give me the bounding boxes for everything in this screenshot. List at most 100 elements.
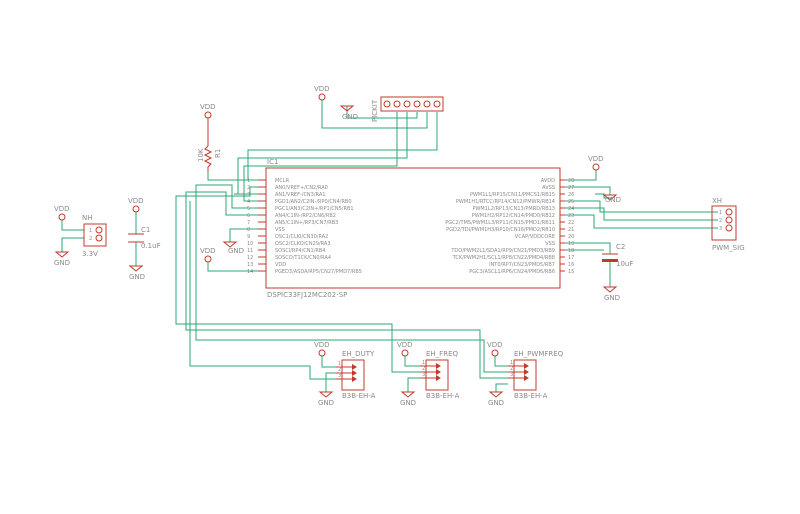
- nh-body: [83, 223, 107, 247]
- wire-pwm-2: [565, 207, 718, 221]
- svg-text:GND: GND: [488, 399, 504, 407]
- gnd-symbol: GND: [602, 286, 620, 302]
- svg-text:GND: GND: [342, 113, 358, 121]
- eh-pwmfreq-ref: EH_PWMFREQ: [514, 350, 564, 358]
- gnd-symbol: GND: [400, 391, 416, 407]
- ic1-pin-22-name: PGC2/TMS/PWM1L3/RP11/CN15/PMD1/RB11: [445, 220, 555, 226]
- ic1-pin-17-number: 17: [568, 255, 574, 261]
- ic1-pin-10-name: OSC2/CLKO/CN29/RA3: [275, 241, 331, 247]
- pickit-pin-4: [413, 100, 421, 108]
- xh-pin-2: [725, 216, 733, 224]
- wire-duty-vdd: [321, 356, 336, 368]
- ic1-pin-25-name: PWM1H1/RTCC/RP14/CN12/PMWR/RB14: [456, 199, 555, 205]
- ic1-pin-11-number: 11: [247, 248, 253, 254]
- ic1-pin-27-name: AVSS: [542, 185, 555, 191]
- ic1-pin-21-name: PGD2/TDI/PWM1H3/RP10/CN16/PMD2/RB10: [446, 227, 555, 233]
- vdd-symbol: VDD: [128, 197, 144, 213]
- svg-text:VDD: VDD: [200, 247, 216, 255]
- ic1-pin-7-number: 7: [247, 220, 250, 226]
- eh-pwmfreq-connector[interactable]: 1 2 3 EH_PWMFREQ B3B-EH-A: [508, 350, 564, 400]
- eh-duty-pin-1-num: 1: [338, 361, 341, 367]
- ic1-pin-19-name: VSS: [545, 241, 555, 247]
- eh-pwmfreq-pin-1-num: 1: [510, 360, 513, 366]
- pickit-pin-5: [423, 100, 431, 108]
- ic1-pin-10-number: 10: [247, 241, 253, 247]
- ic1-pin-5-name: PGC1/AN3/C2IN+/RP1/CN5/RB1: [275, 206, 354, 212]
- xh-pin-1-num: 1: [719, 210, 722, 216]
- c2-capacitor[interactable]: C2 10uF: [602, 243, 633, 268]
- r1-value: 10K: [197, 148, 205, 162]
- ic1-pin-23-number: 23: [568, 213, 574, 219]
- pickit-pin-2: [393, 100, 401, 108]
- svg-text:VDD: VDD: [397, 341, 413, 349]
- wire-mclr: [207, 172, 258, 181]
- r1-resistor[interactable]: R1 10K: [197, 142, 222, 172]
- eh-pwmfreq-arrows: [524, 363, 529, 381]
- eh-duty-arrows: [352, 364, 357, 382]
- svg-text:VDD: VDD: [314, 85, 330, 93]
- ic1-pin-20-name: VCAP/VDDCORE: [515, 234, 555, 240]
- ic1-pin-9-number: 9: [247, 234, 250, 240]
- gnd-symbol: GND: [602, 194, 621, 204]
- wire-duty-gnd: [325, 372, 336, 392]
- wire-pin7: [185, 191, 508, 379]
- ic1-pin-1-name: MCLR: [275, 178, 290, 184]
- gnd-symbol: GND: [128, 265, 145, 281]
- vdd-symbol: VDD: [200, 247, 216, 263]
- eh-duty-connector[interactable]: 1 2 3 EH_DUTY B3B-EH-A: [336, 350, 376, 400]
- wire-pwm-3: [565, 214, 718, 229]
- vdd-symbol: VDD: [397, 341, 413, 357]
- ic1-pin-4-name: PGD1/AN2/C2IN-/RP0/CN4/RB0: [275, 199, 352, 205]
- gnd-symbols: GND GND GND GND GND GND GND GND GND: [54, 105, 621, 407]
- gnd-symbol: GND: [488, 391, 504, 407]
- xh-value: PWM_SIG: [712, 244, 745, 252]
- vdd-symbol: VDD: [54, 205, 70, 221]
- c1-capacitor[interactable]: C1 0.1uF: [128, 226, 161, 250]
- ic1-pin-14-number: 14: [247, 269, 253, 275]
- ic1-pin-24-name: PWM1L2/RP13/CN13/PMRD/RB13: [472, 206, 555, 212]
- ic1-pin-27-number: 27: [568, 185, 574, 191]
- ic1-pin-4-number: 4: [247, 199, 250, 205]
- eh-duty-pin-3-num: 3: [338, 373, 341, 379]
- svg-text:VDD: VDD: [487, 341, 503, 349]
- wires: [61, 100, 718, 392]
- nh-connector[interactable]: 1 2 NH 3.3V: [82, 214, 107, 258]
- pickit-connector[interactable]: PICKIT: [371, 96, 444, 122]
- xh-body: [711, 205, 737, 241]
- ic1-pin-12-number: 12: [247, 255, 253, 261]
- ic1-pin-1-number: 1: [247, 178, 250, 184]
- ic1-pin-23-name: PWM1H2/RP12/CN14/PMD0/RB12: [472, 213, 555, 219]
- xh-pin-2-num: 2: [719, 218, 722, 224]
- wire-vcap: [565, 242, 611, 254]
- eh-freq-connector[interactable]: 1 2 3 EH_FREQ B3B-EH-A: [420, 350, 460, 400]
- eh-duty-value: B3B-EH-A: [342, 392, 376, 400]
- ic1-pin-14-name: PGED3/ASDA/RP5/CN27/PMD7/RB5: [275, 269, 362, 275]
- nh-pin-1-num: 1: [89, 228, 92, 234]
- ic1-ref: IC1: [267, 158, 278, 166]
- wire-pickit-5: [243, 112, 398, 202]
- ic1-pin-2-name: AN0/VREF+/CN2/RA0: [275, 185, 328, 191]
- eh-freq-value: B3B-EH-A: [426, 392, 460, 400]
- xh-connector[interactable]: 1 2 3 XH PWM_SIG: [711, 197, 745, 252]
- vdd-symbols: VDD VDD VDD VDD VDD VDD VDD VDD VDD: [54, 85, 604, 357]
- eh-duty-ref: EH_DUTY: [342, 350, 375, 358]
- svg-text:VDD: VDD: [200, 103, 216, 111]
- ic1-right-pins: 28AVDD27AVSS26PWM1L1/RP15/CN11/PMCS1/RB1…: [445, 178, 574, 275]
- wire-pwm-1: [565, 200, 718, 213]
- nh-pin-1: [95, 226, 103, 234]
- ic1-part: DSPIC33FJ12MC202-SP: [267, 291, 347, 299]
- xh-ref: XH: [712, 197, 722, 205]
- ic1-pin-15-number: 15: [568, 269, 574, 275]
- gnd-symbol: GND: [222, 241, 244, 255]
- eh-freq-body: [425, 359, 449, 391]
- vdd-symbol: VDD: [588, 155, 604, 171]
- c2-plate-bottom: [602, 259, 618, 262]
- svg-text:GND: GND: [129, 273, 145, 281]
- vdd-symbol: VDD: [314, 85, 330, 101]
- svg-text:GND: GND: [318, 399, 334, 407]
- xh-pin-3-num: 3: [719, 226, 722, 232]
- gnd-symbol: GND: [318, 391, 334, 407]
- eh-freq-pin-3-num: 3: [422, 372, 425, 378]
